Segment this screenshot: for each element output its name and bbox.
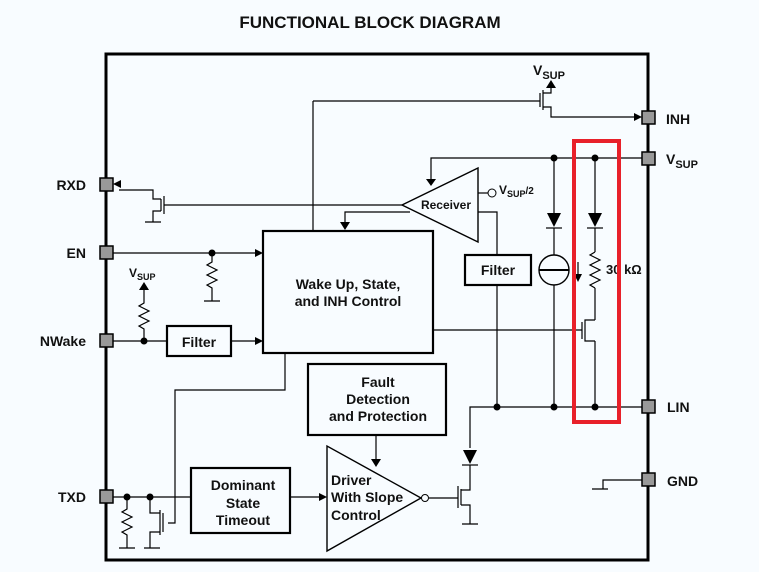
driver-input-arrow-icon [319, 493, 327, 501]
driver-label-line2: With Slope [331, 489, 403, 505]
nwake-vsup-arrow-icon [139, 282, 149, 290]
fault-detection-box [306, 362, 448, 437]
vsup-rail [430, 157, 642, 180]
nwake-pullup-resistor-icon [137, 290, 151, 341]
receiver-triangle [400, 166, 479, 244]
resistor-icon [588, 251, 602, 289]
wakeup-label-line2: and INH Control [295, 293, 402, 309]
rxd-transistor [113, 180, 165, 223]
filter-nwake-block: Filter [165, 324, 233, 358]
vsup-label-nwake: VSUP [129, 266, 156, 282]
diode-icon [463, 450, 477, 464]
highlight-box [572, 139, 621, 424]
dominant-label-line2: State [226, 495, 260, 511]
pin-label-txd: TXD [58, 489, 86, 505]
pin-txd: TXD [58, 489, 114, 505]
fault-label-line3: and Protection [329, 408, 427, 424]
current-source-branch [538, 158, 582, 407]
diode-icon [588, 213, 602, 227]
pin-en: EN [67, 245, 114, 261]
rxd-arrow-icon [113, 180, 121, 188]
filter-nwake-label: Filter [182, 334, 217, 350]
vsup-arrow-icon [546, 80, 556, 88]
lin-driver-transistor [429, 450, 478, 525]
wakeup-block: Wake Up, State, and INH Control [261, 229, 435, 355]
dominant-timeout-box [189, 466, 292, 535]
dominant-timeout-block: Dominant State Timeout [189, 466, 292, 535]
pin-pad-vsup [641, 151, 656, 166]
pin-pad-gnd [641, 472, 656, 487]
junction-dot [493, 403, 501, 411]
txd-pulldown-resistor-icon [119, 497, 135, 549]
diagram-title: FUNCTIONAL BLOCK DIAGRAM [239, 13, 500, 32]
pin-pad-nwake [99, 333, 114, 348]
inh-arrow-icon [634, 113, 642, 121]
pin-pad-txd [99, 489, 114, 504]
junction-dot [140, 337, 148, 345]
fault-detection-block: Fault Detection and Protection [306, 362, 448, 467]
pin-label-en: EN [67, 245, 86, 261]
driver-label-line3: Control [331, 507, 381, 523]
pin-nwake: NWake [40, 333, 114, 349]
wakeup-box [261, 229, 435, 355]
pin-vsup: VSUP [641, 151, 698, 171]
junction-dot [591, 403, 599, 411]
gnd-connection [592, 479, 642, 490]
fault-arrow-icon [371, 459, 381, 467]
pin-pad-inh [641, 110, 656, 125]
nwake-arrow-icon [255, 337, 263, 345]
pin-gnd: GND [641, 472, 698, 489]
pin-rxd: RXD [56, 177, 114, 193]
pin-lin: LIN [641, 399, 690, 415]
pin-label-vsup: VSUP [666, 151, 698, 171]
chip-outline [104, 52, 650, 562]
filter-rx-block: Filter [463, 253, 533, 407]
en-pulldown-resistor-icon [204, 253, 220, 302]
dominant-label-line3: Timeout [216, 512, 271, 528]
pin-label-inh: INH [666, 111, 690, 127]
fault-label-line1: Fault [361, 374, 395, 390]
pin-pad-rxd [99, 177, 114, 192]
pin-pad-lin [641, 399, 656, 414]
vsup-half-label: VSUP/2 [499, 183, 534, 199]
receiver-wakeup-arrow-icon [340, 222, 350, 230]
pin-inh: INH [641, 110, 690, 127]
inh-transistor: VSUP [312, 62, 642, 230]
diode-icon [547, 213, 561, 227]
pin-label-gnd: GND [667, 473, 698, 489]
driver-triangle [326, 444, 423, 553]
pin-label-nwake: NWake [40, 333, 86, 349]
fault-label-line2: Detection [346, 391, 410, 407]
reference-node [487, 188, 497, 198]
junction-dot [550, 403, 558, 411]
lin-bus-line [469, 406, 642, 448]
filter-rx-label: Filter [481, 262, 516, 278]
dominant-label-line1: Dominant [211, 477, 276, 493]
receiver-block: Receiver VSUP/2 [164, 166, 534, 255]
receiver-label: Receiver [421, 198, 471, 212]
receiver-supply-arrow-icon [426, 179, 436, 186]
driver-label-line1: Driver [331, 472, 372, 488]
inverter-bubble [421, 494, 429, 502]
filter-rx-box [463, 253, 533, 287]
wakeup-to-txd-line [168, 353, 286, 524]
pin-pad-en [99, 245, 114, 260]
pin-label-rxd: RXD [56, 177, 86, 193]
vsup-label-inh: VSUP [533, 62, 565, 82]
wakeup-label-line1: Wake Up, State, [296, 276, 401, 292]
pullup-branch: 30 kΩ [432, 158, 642, 407]
pin-label-lin: LIN [667, 399, 690, 415]
resistor-value-label: 30 kΩ [606, 262, 642, 277]
en-arrow-icon [255, 249, 263, 257]
txd-pulldown-transistor [144, 497, 164, 549]
driver-block: Driver With Slope Control [326, 444, 429, 553]
